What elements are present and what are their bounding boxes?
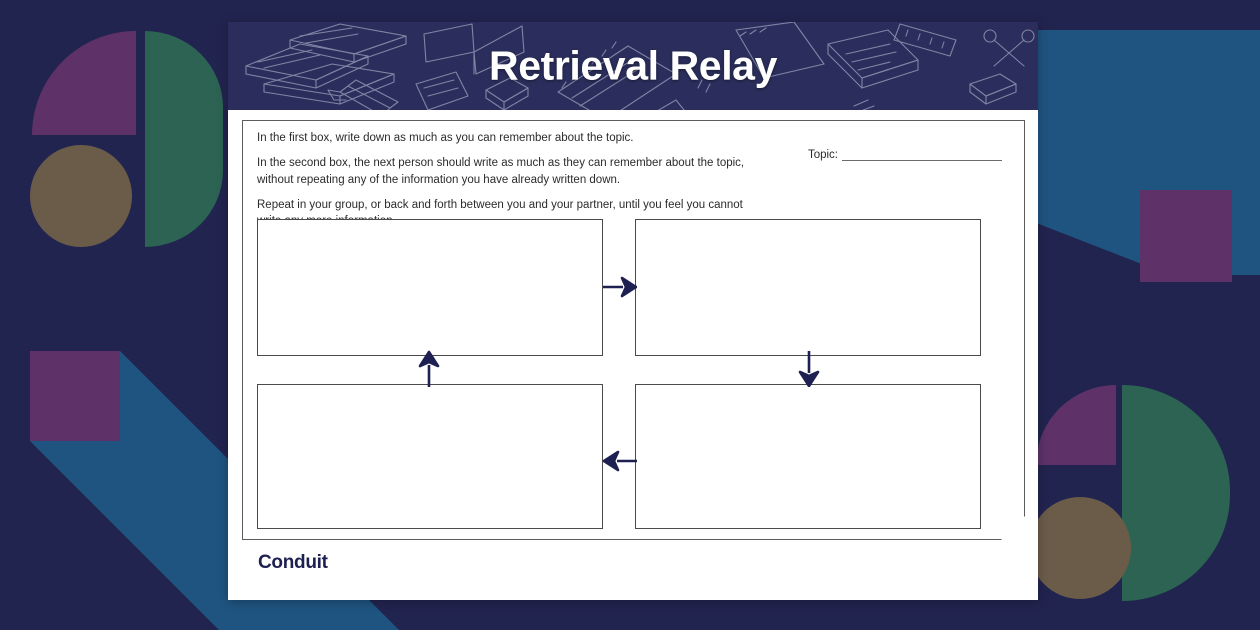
page-title: Retrieval Relay — [488, 42, 777, 89]
decor-square-bottom-left — [30, 351, 120, 441]
footer: Conduit — [258, 552, 328, 574]
worksheet-header-banner: Retrieval Relay — [228, 22, 1038, 110]
instructions-block: In the first box, write down as much as … — [257, 130, 755, 230]
relay-box-2[interactable] — [635, 219, 981, 356]
worksheet-content-frame: In the first box, write down as much as … — [242, 120, 1025, 540]
relay-box-1[interactable] — [257, 219, 603, 356]
worksheet-card: Retrieval Relay In the first box, write … — [228, 22, 1038, 600]
conduit-logo: Conduit — [258, 552, 328, 573]
school-supplies-doodle-pattern-icon — [245, 22, 1035, 110]
decor-circle-bottom-right — [1029, 497, 1131, 599]
relay-box-3[interactable] — [257, 384, 603, 529]
arrow-down-icon — [797, 351, 821, 387]
arrow-right-icon — [603, 275, 637, 299]
instruction-line-2: In the second box, the next person shoul… — [257, 157, 745, 186]
decor-quarter-circle-top-left — [32, 31, 136, 135]
decor-half-circle-bottom-right — [1122, 385, 1230, 601]
topic-input-line[interactable] — [842, 148, 1002, 161]
arrow-up-icon — [417, 349, 441, 387]
topic-label: Topic: — [807, 149, 838, 161]
decor-square-top-right — [1140, 190, 1232, 282]
topic-field[interactable]: Topic: — [808, 148, 1002, 161]
relay-box-4[interactable] — [635, 384, 981, 529]
decor-half-circle-top-left — [145, 31, 223, 247]
arrow-left-icon — [603, 449, 637, 473]
decor-quarter-circle-bottom-right — [1036, 385, 1116, 465]
decor-circle-top-left — [30, 145, 132, 247]
relay-box-grid — [257, 219, 981, 529]
instruction-line-1: In the first box, write down as much as … — [257, 132, 634, 144]
